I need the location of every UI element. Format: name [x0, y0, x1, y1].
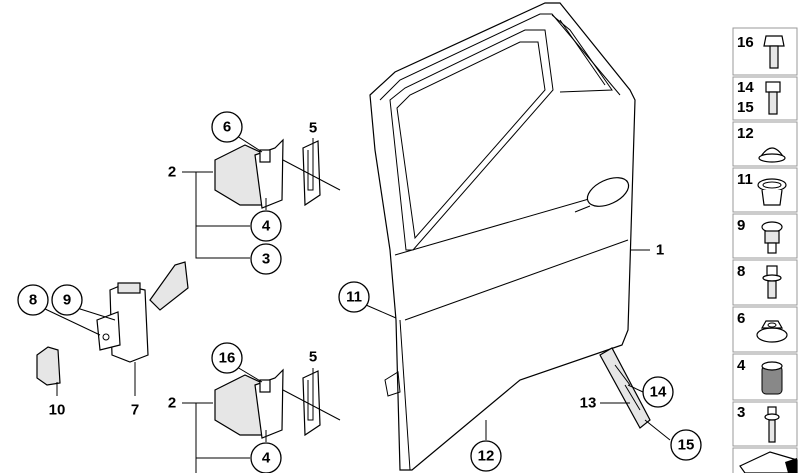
svg-text:9: 9 [737, 217, 745, 234]
svg-text:4: 4 [262, 450, 271, 467]
legend-item-11[interactable]: 11 [732, 167, 798, 213]
svg-text:8: 8 [29, 292, 37, 309]
callout-2: 2 [168, 164, 176, 181]
callout-1: 1 [656, 242, 664, 259]
svg-text:12: 12 [737, 125, 754, 142]
callout-8: 8 [17, 284, 49, 316]
svg-text:15: 15 [678, 437, 695, 454]
callout-5: 5 [309, 120, 317, 137]
callout-12: 12 [470, 440, 502, 472]
leader-lines [42, 135, 671, 473]
legend-item-3[interactable]: 3 [732, 401, 798, 447]
legend-item-14-15[interactable]: 14 15 [732, 76, 798, 121]
svg-text:11: 11 [346, 289, 362, 306]
callout-15: 15 [670, 429, 702, 461]
legend-item-bracket[interactable] [732, 447, 798, 473]
lower-hinge-illustration [214, 368, 321, 439]
callout-9: 9 [51, 284, 83, 316]
svg-text:9: 9 [63, 292, 71, 309]
svg-text:4: 4 [262, 218, 271, 235]
callout-16: 16 [211, 342, 243, 374]
callout-3: 3 [250, 243, 282, 275]
svg-text:8: 8 [737, 263, 745, 280]
svg-text:6: 6 [223, 119, 231, 136]
legend-item-8[interactable]: 8 [732, 259, 798, 306]
bushing-icon [761, 361, 783, 395]
legend-item-16[interactable]: 16 [732, 27, 798, 76]
svg-text:3: 3 [262, 251, 270, 268]
svg-text:11: 11 [737, 171, 753, 188]
callout-11: 11 [338, 281, 370, 313]
pin-icon [764, 406, 780, 443]
callout-14: 14 [642, 376, 674, 408]
svg-text:3: 3 [737, 404, 745, 421]
rear-door-illustration [369, 2, 636, 471]
svg-text:4: 4 [737, 357, 746, 374]
trim-bracket-illustration [599, 347, 651, 429]
grommet-icon [757, 178, 787, 206]
callout-13: 13 [580, 395, 597, 412]
legend-item-12[interactable]: 12 [732, 121, 798, 167]
plug-cap-icon [758, 147, 786, 163]
door-check-illustration [36, 261, 189, 386]
parts-legend: 16 14 15 12 11 9 8 [732, 27, 798, 473]
svg-text:14: 14 [650, 384, 667, 401]
callout-6: 6 [211, 111, 243, 143]
screw-icon [761, 221, 783, 254]
bracket-icon [739, 451, 798, 473]
svg-text:16: 16 [219, 350, 236, 367]
svg-text:6: 6 [737, 310, 745, 327]
legend-item-4[interactable]: 4 [732, 353, 798, 401]
callout-4-lower: 4 [250, 442, 282, 473]
bolt-icon [765, 81, 781, 115]
flange-bolt-icon [763, 35, 785, 69]
upper-hinge-illustration [214, 138, 321, 209]
callout-7: 7 [131, 402, 139, 419]
svg-text:16: 16 [737, 34, 754, 51]
callout-2-lower: 2 [168, 395, 176, 412]
callout-10: 10 [49, 402, 66, 419]
svg-text:14: 14 [737, 79, 754, 96]
svg-text:15: 15 [737, 99, 754, 116]
legend-item-6[interactable]: 6 [732, 306, 798, 353]
hex-nut-icon [756, 320, 788, 343]
legend-item-9[interactable]: 9 [732, 213, 798, 259]
callout-4: 4 [250, 210, 282, 242]
svg-text:12: 12 [478, 448, 495, 465]
torx-bolt-icon [762, 265, 782, 299]
callout-5-lower: 5 [309, 349, 317, 366]
